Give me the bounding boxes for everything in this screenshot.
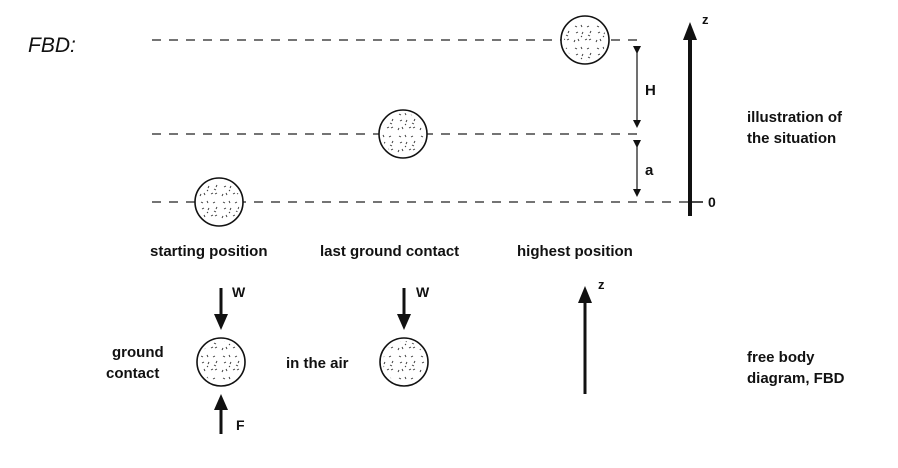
force-f-label: F — [236, 417, 245, 433]
ball-highest — [560, 15, 610, 65]
diagram-title: FBD: — [28, 34, 76, 57]
ball-start — [194, 177, 244, 227]
fbd-ball-in-air — [379, 337, 429, 387]
force-w-label-ground: W — [232, 284, 246, 300]
force-w-arrow-air — [397, 288, 411, 330]
force-w-arrow-ground — [214, 288, 228, 330]
force-f-arrow — [214, 394, 228, 434]
dimension-a-label: a — [645, 162, 654, 179]
z-axis-label: z — [702, 12, 709, 27]
z-axis-fbd-label: z — [598, 277, 605, 292]
illustration-label-line1: illustration of — [747, 109, 843, 126]
fbd-label-line1: free body — [747, 349, 815, 366]
fbd-label-line2: diagram, FBD — [747, 370, 845, 387]
ball-last-contact — [378, 109, 428, 159]
z-axis-zero-label: 0 — [708, 194, 716, 210]
illustration-label-line2: the situation — [747, 130, 836, 147]
force-w-label-air: W — [416, 284, 430, 300]
label-starting-position: starting position — [150, 243, 268, 260]
dimension-h-label: H — [645, 82, 656, 99]
fbd-ball-ground-contact — [196, 337, 246, 387]
label-highest-position: highest position — [517, 243, 633, 260]
z-axis-main — [683, 22, 703, 216]
fbd-ground-contact-line1: ground — [112, 344, 164, 361]
fbd-in-the-air-label: in the air — [286, 355, 349, 372]
label-last-ground-contact: last ground contact — [320, 243, 459, 260]
z-axis-fbd — [578, 286, 592, 394]
fbd-ground-contact-line2: contact — [106, 365, 159, 382]
